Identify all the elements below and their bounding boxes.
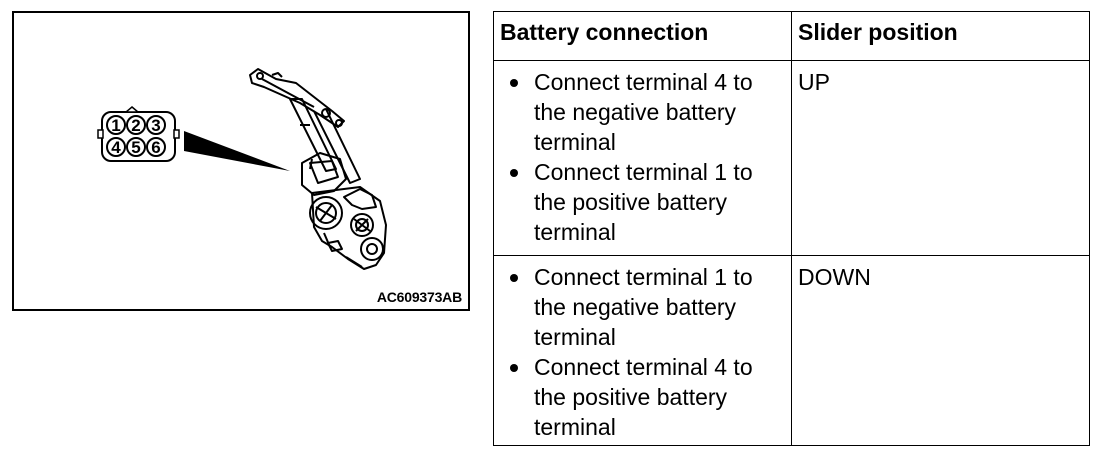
- slider-position-cell: UP: [791, 60, 1090, 256]
- window-regulator-motor-icon: [249, 68, 387, 270]
- pin-label: 5: [131, 138, 140, 157]
- pin-label: 2: [131, 116, 140, 135]
- figure-panel: 1 2 3 4 5 6: [12, 11, 470, 311]
- step-list: Connect terminal 1 to the negative batte…: [500, 262, 785, 442]
- test-table: Battery connection Slider position Conne…: [493, 11, 1090, 446]
- table-row: Connect terminal 4 to the negative batte…: [493, 60, 1090, 256]
- pin-label: 3: [151, 116, 160, 135]
- battery-connection-cell: Connect terminal 1 to the negative batte…: [493, 255, 792, 446]
- column-header-battery-connection: Battery connection: [493, 11, 792, 61]
- list-item: Connect terminal 4 to the negative batte…: [500, 67, 785, 157]
- list-item: Connect terminal 1 to the negative batte…: [500, 262, 785, 352]
- step-list: Connect terminal 4 to the negative batte…: [500, 67, 785, 247]
- pin-label: 1: [111, 116, 120, 135]
- list-item: Connect terminal 1 to the positive batte…: [500, 157, 785, 247]
- table-row: Connect terminal 1 to the negative batte…: [493, 255, 1090, 446]
- connector-diagram: 1 2 3 4 5 6: [97, 68, 387, 270]
- list-item: Connect terminal 4 to the positive batte…: [500, 352, 785, 442]
- battery-connection-cell: Connect terminal 4 to the negative batte…: [493, 60, 792, 256]
- connector-icon: 1 2 3 4 5 6: [97, 106, 180, 162]
- column-header-slider-position: Slider position: [791, 11, 1090, 61]
- pin-label: 6: [151, 138, 160, 157]
- pointer-arrow: [184, 131, 290, 171]
- table-header-row: Battery connection Slider position: [493, 11, 1090, 61]
- figure-code: AC609373AB: [376, 289, 462, 305]
- slider-position-cell: DOWN: [791, 255, 1090, 446]
- pin-label: 4: [111, 138, 121, 157]
